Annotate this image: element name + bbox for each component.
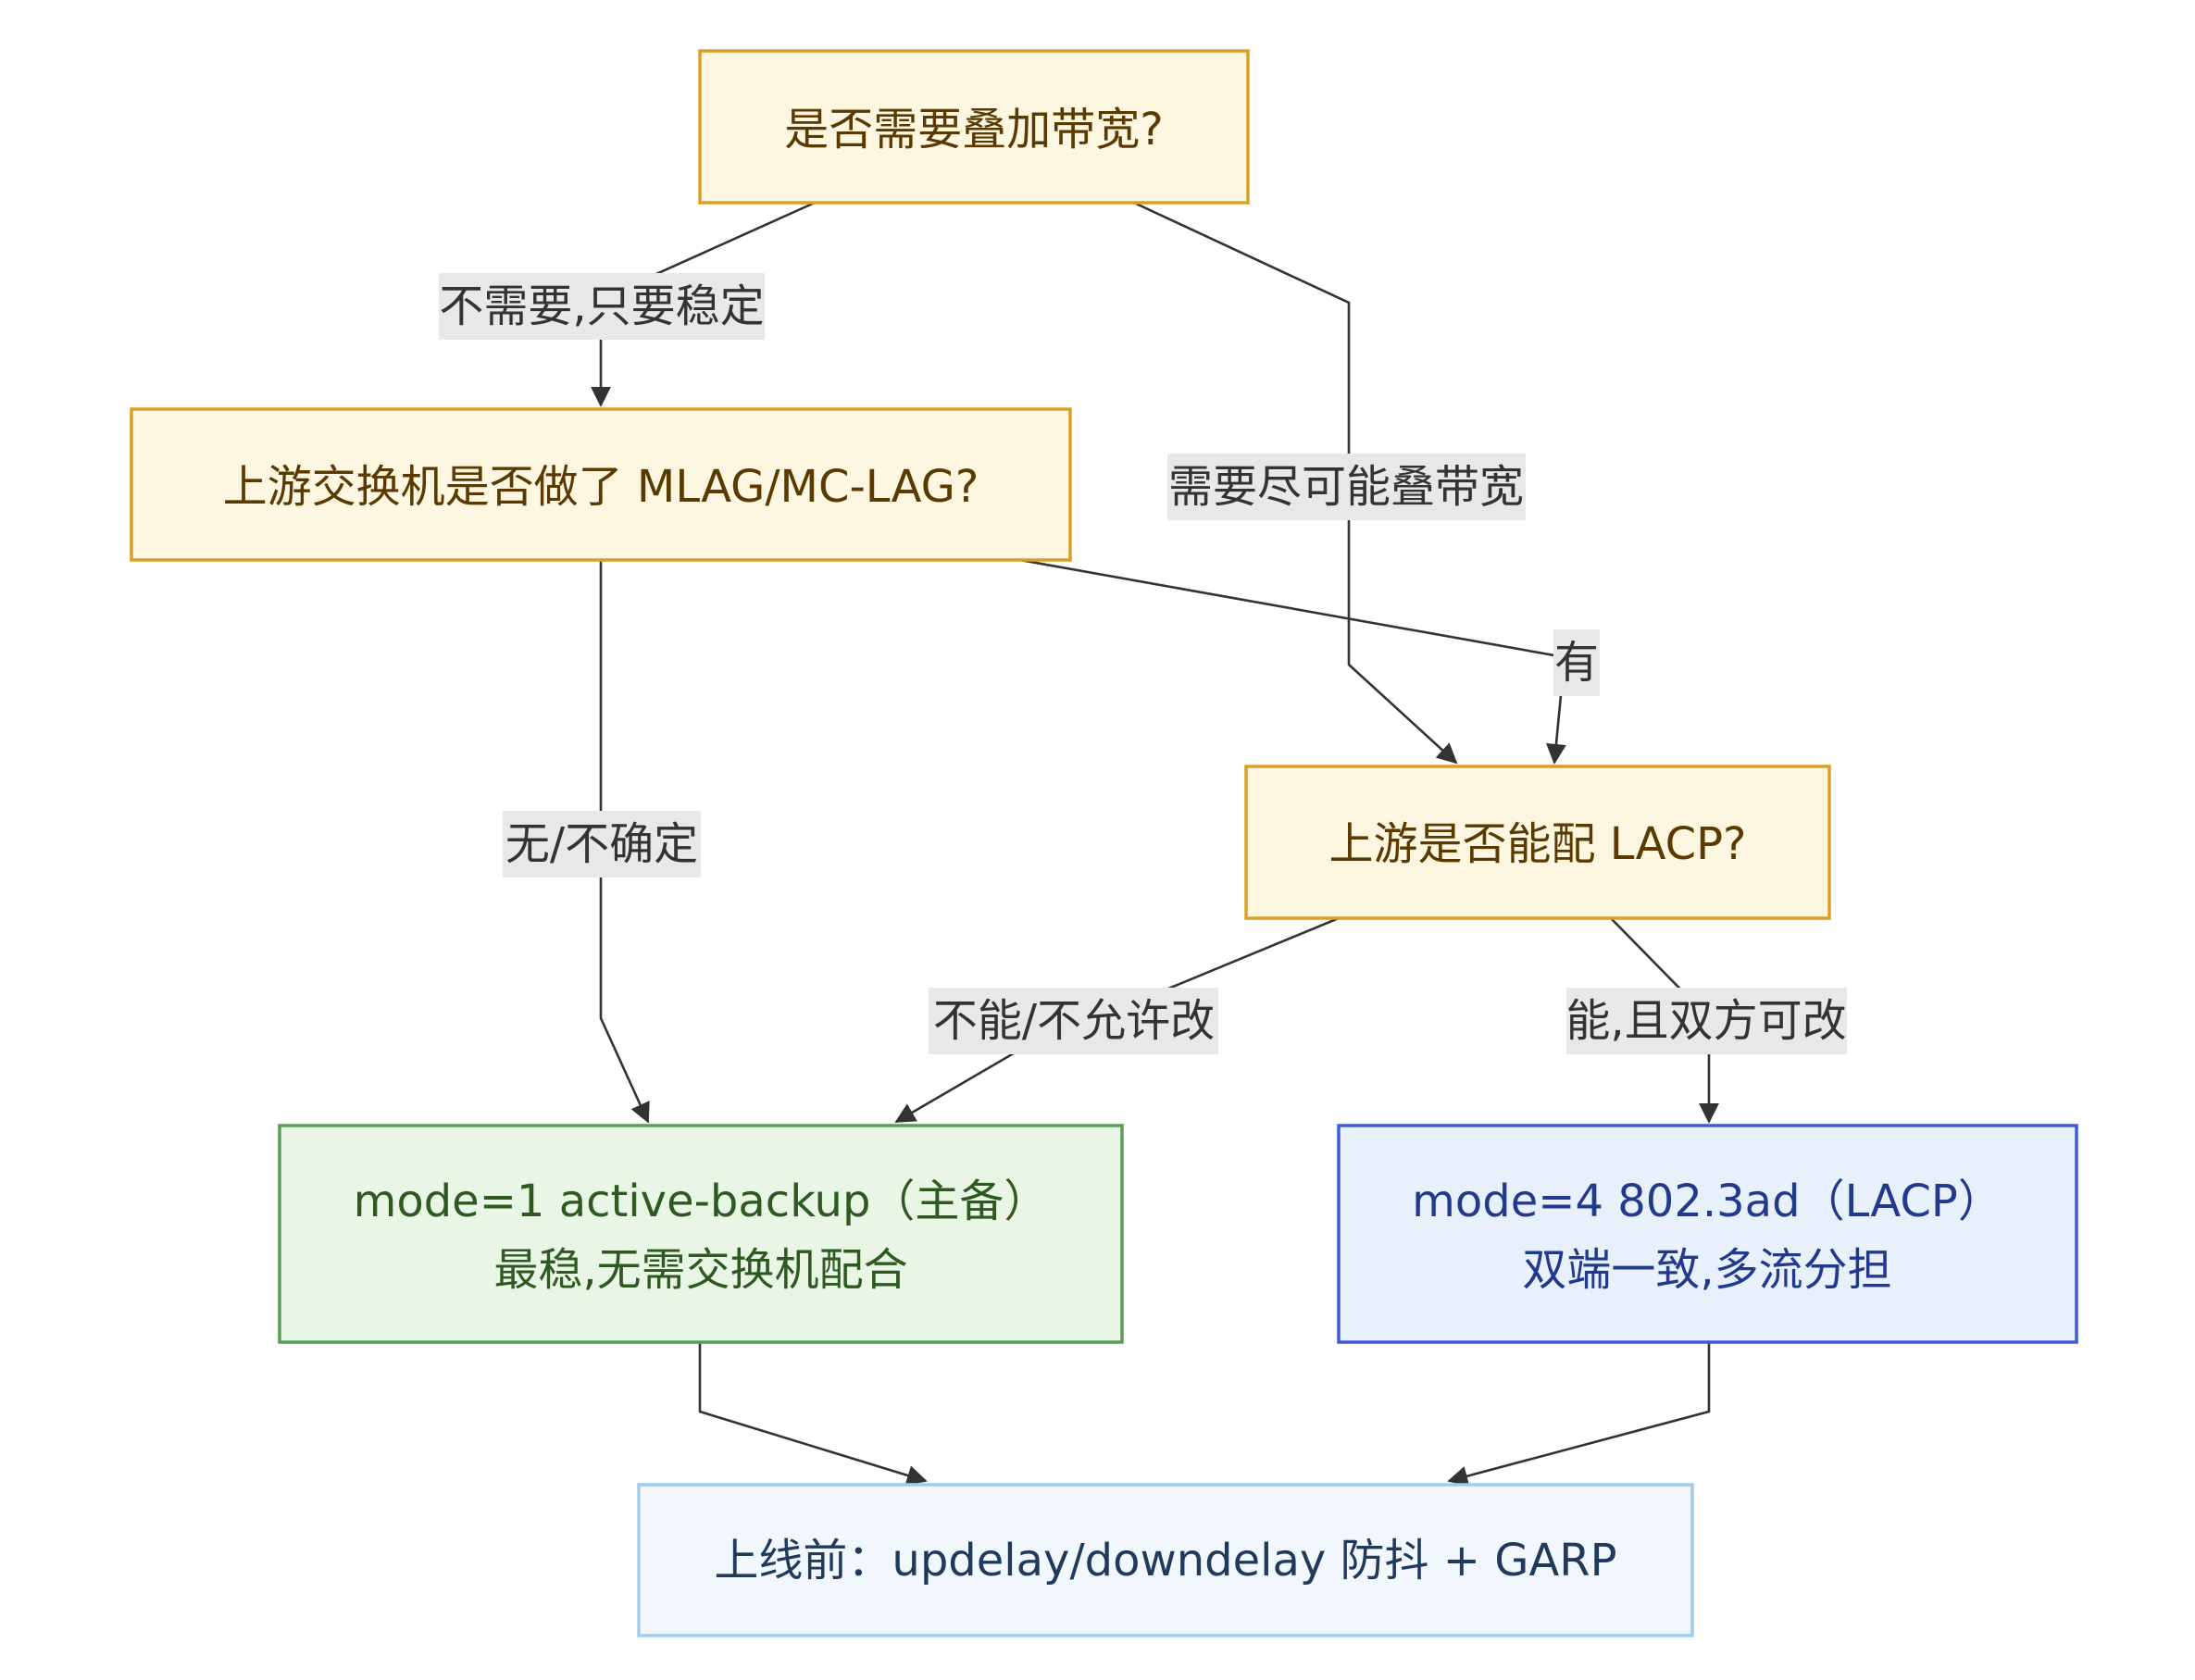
- node-mode1: mode=1 active-backup（主备） 最稳,无需交换机配合: [278, 1124, 1124, 1344]
- node-lacp-question: 上游是否能配 LACP?: [1244, 765, 1831, 920]
- edge-label-yes-text: 有: [1554, 637, 1599, 689]
- edge-labels: 不需要,只要稳定 需要尽可能叠带宽 有 无/不确定 不能/不允许改 能,且双方可…: [439, 273, 1847, 1054]
- node-mode4-title: mode=4 802.3ad（LACP）: [1412, 1176, 2002, 1227]
- node-mlag-question: 上游交换机是否做了 MLAG/MC-LAG?: [130, 407, 1072, 562]
- edge-label-need: 需要尽可能叠带宽: [1167, 454, 1526, 520]
- edge-label-cannot: 不能/不允许改: [929, 988, 1218, 1054]
- node-bandwidth-question-text: 是否需要叠加带宽?: [784, 104, 1163, 156]
- edge-label-yes: 有: [1553, 629, 1600, 696]
- edge-label-need-text: 需要尽可能叠带宽: [1168, 461, 1524, 513]
- node-mode4-subtitle: 双端一致,多流分担: [1522, 1244, 1891, 1296]
- node-mode4: mode=4 802.3ad（LACP） 双端一致,多流分担: [1337, 1124, 2078, 1344]
- edge-mode1-to-final: [698, 1342, 928, 1486]
- node-mlag-question-text: 上游交换机是否做了 MLAG/MC-LAG?: [223, 461, 979, 513]
- edge-mlag-to-lacp: [1019, 558, 1566, 765]
- node-mode1-subtitle: 最稳,无需交换机配合: [493, 1244, 907, 1296]
- node-final: 上线前：updelay/downdelay 防抖 + GARP: [637, 1483, 1694, 1637]
- node-bandwidth-question: 是否需要叠加带宽?: [698, 49, 1250, 205]
- edge-label-no-need-text: 不需要,只要稳定: [439, 280, 764, 332]
- node-lacp-question-text: 上游是否能配 LACP?: [1328, 818, 1746, 870]
- edge-label-can: 能,且双方可改: [1565, 988, 1847, 1054]
- edge-label-none-unsure-text: 无/不确定: [505, 818, 698, 870]
- node-final-text: 上线前：updelay/downdelay 防抖 + GARP: [714, 1535, 1616, 1587]
- edge-label-no-need: 不需要,只要稳定: [439, 273, 765, 340]
- edge-label-cannot-text: 不能/不允许改: [933, 995, 1215, 1047]
- edge-mlag-to-mode1: [599, 560, 650, 1124]
- edge-label-can-text: 能,且双方可改: [1565, 995, 1846, 1047]
- node-mode1-title: mode=1 active-backup（主备）: [354, 1176, 1049, 1227]
- edge-label-none-unsure: 无/不确定: [503, 811, 701, 877]
- edge-mode4-to-final: [1447, 1342, 1711, 1487]
